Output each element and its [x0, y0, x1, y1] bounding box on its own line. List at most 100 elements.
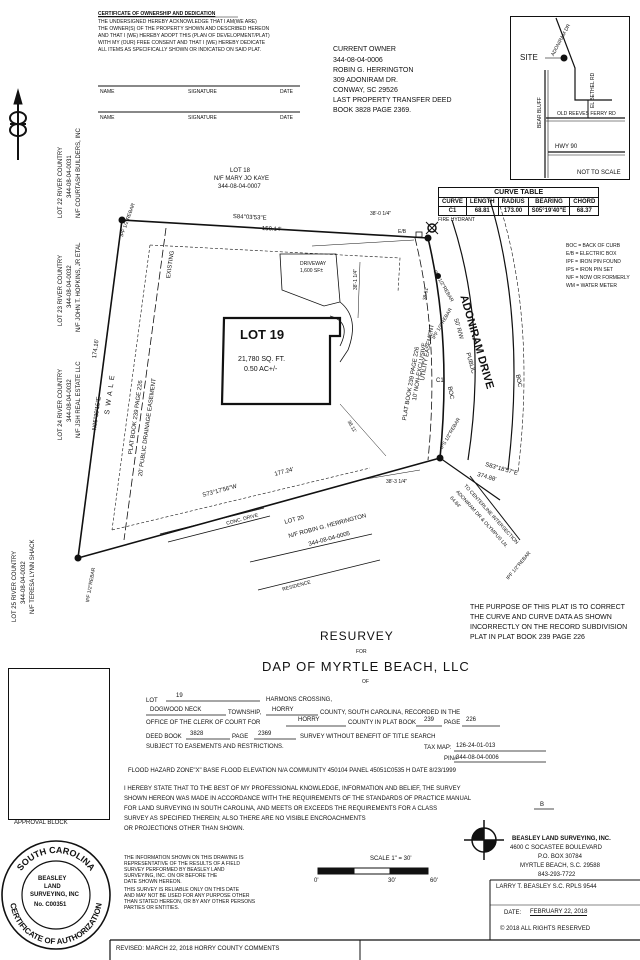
scale-tick: 60'	[430, 878, 438, 884]
desc-survey-text: SURVEY WITHOUT BENEFIT OF TITLE SEARCH	[300, 734, 436, 740]
scale-bar	[317, 867, 429, 875]
vicinity-road-label: HWY 90	[555, 144, 578, 150]
title-for: FOR	[356, 649, 367, 655]
sig-header-name: NAME	[100, 115, 115, 121]
desc-lot-label: LOT	[146, 698, 158, 704]
disclaimer-line: DATE SHOWN HEREON.	[124, 879, 182, 885]
certificate-line: ALL ITEMS AS SPECIFICALLY SHOWN OR INDIC…	[98, 47, 262, 53]
scale-label: SCALE 1" = 30'	[370, 856, 412, 862]
desc-deed-page: 2369	[258, 731, 272, 737]
owner-line: CURRENT OWNER	[333, 46, 396, 53]
legend-item: WM = WATER METER	[566, 283, 617, 289]
surveyor-name: LARRY T. BEASLEY S.C. RPLS 9544	[496, 884, 597, 890]
legend-item: BOC = BACK OF CURB	[566, 243, 621, 249]
electric-box-label: E/B	[398, 229, 407, 235]
adjoining-lot-pin: 344-08-04-0032	[67, 265, 73, 308]
disclaimer-line: SURVEYING, INC. ON OR BEFORE THE	[124, 873, 218, 879]
certificate-line: THE UNDERSIGNED HEREBY ACKNOWLEDGE THAT …	[98, 19, 257, 25]
firm-address: P.O. BOX 30784	[538, 854, 582, 860]
desc-deed-page-label: PAGE	[232, 734, 249, 740]
statement-line: I HEREBY STATE THAT TO THE BEST OF MY PR…	[124, 786, 461, 792]
seal-center: No. C00351	[34, 902, 67, 908]
desc-county2: HORRY	[298, 717, 320, 723]
title-of: OF	[362, 679, 369, 685]
vicinity-site-label: SITE	[520, 53, 538, 62]
desc-lot: 19	[176, 693, 183, 699]
certificate-line: THE OWNER(S) OF THE PROPERTY SHOWN AND D…	[98, 26, 270, 32]
adjoining-lot-owner: N/F COURTASH BUILDERS, INC	[76, 128, 82, 218]
statement-line: SURVEY AS SPECIFIED THEREIN; ALSO THERE …	[124, 816, 366, 822]
sig-header-signature: SIGNATURE	[188, 115, 217, 121]
adjoining-lot-label: LOT 25 RIVER COUNTRY	[12, 550, 18, 622]
adjoining-lot-label: LOT 24 RIVER COUNTRY	[58, 368, 64, 440]
north-arrow-icon	[9, 88, 27, 160]
survey-class: B	[540, 802, 545, 808]
sig-header-signature: SIGNATURE	[188, 89, 217, 95]
desc-deed-label: DEED BOOK	[146, 734, 182, 740]
adjoining-lot-owner: N/F JOHN T. HOPKINS, JR ETAL	[76, 242, 82, 332]
disclaimer-line: THAN STATED HEREON, OR BY ANY OTHER PERS…	[124, 899, 256, 905]
curve-table: CURVE TABLE CURVE LENGTH RADIUS BEARING …	[437, 187, 600, 216]
legend-item: N/F = NOW OR FORMERLY	[566, 275, 630, 281]
adjoining-lot-owner: N/F JSH REAL ESTATE LLC	[76, 361, 82, 438]
lot18-pin: 344-08-04-0007	[218, 184, 261, 190]
distance-top: 150.14'	[261, 226, 282, 234]
statement-line: FOR LAND SURVEYING IN SOUTH CAROLINA, AN…	[124, 806, 438, 812]
purpose-line: INCORRECTLY ON THE RECORD SUBDIVISION	[470, 624, 628, 631]
dimension-label: 38'-3 1/4"	[386, 479, 408, 485]
desc-subdivision: HARMONS CROSSING,	[266, 697, 333, 703]
seal-icon	[1, 840, 111, 950]
seal-center: SURVEYING, INC	[30, 892, 79, 898]
desc-office-text: OFFICE OF THE CLERK OF COURT FOR	[146, 720, 261, 726]
sig-header-name: NAME	[100, 89, 115, 95]
curve-c1-label: C1	[436, 378, 444, 384]
owner-line: 344-08-04-0006	[333, 57, 383, 64]
purpose-line: THE CURVE AND CURVE DATA AS SHOWN	[470, 614, 612, 621]
sig-header-date: DATE	[280, 89, 293, 95]
firm-phone: 843-293-7722	[538, 872, 576, 878]
adjoining-lot-pin: 344-08-04-0031	[67, 155, 73, 198]
seal-ring-bottom: CERTIFICATE OF AUTHORIZATION	[8, 902, 104, 946]
driveway-label: DRIVEWAY	[300, 261, 327, 267]
purpose-line: PLAT IN PLAT BOOK 239 PAGE 226	[470, 634, 585, 641]
curve-table-cell: C1	[438, 206, 467, 216]
adjoining-lot-owner: N/F TERESA LYNN SHACK	[30, 539, 36, 614]
dimension-label: 38'-0 1/4"	[370, 211, 392, 217]
statement-line: SHOWN HEREON WAS MADE IN ACCORDANCE WITH…	[124, 796, 472, 802]
disclaimer-line: AND MAY NOT BE USED FOR ANY PURPOSE OTHE…	[124, 893, 250, 899]
flood-zone: FLOOD HAZARD ZONE"X" BASE FLOOD ELEVATIO…	[128, 768, 456, 774]
lot19-acres: 0.50 AC+/-	[244, 366, 278, 373]
certificate-line: WITH MY (OUR) FREE CONSENT AND THAT I (W…	[98, 40, 266, 46]
adjoining-lot-pin: 344-08-04-0032	[21, 561, 27, 604]
owner-line: BOOK 3828 PAGE 2369.	[333, 107, 412, 114]
desc-pin: 344-08-04-0006	[456, 755, 499, 761]
adjoining-lot-pin: 344-08-04-0032	[67, 379, 73, 422]
adjoining-lot-label: LOT 23 RIVER COUNTRY	[58, 254, 64, 326]
lot18-label: LOT 18	[230, 168, 250, 174]
purpose-line: THE PURPOSE OF THIS PLAT IS TO CORRECT	[470, 604, 625, 611]
desc-plat-text: COUNTY IN PLAT BOOK	[348, 720, 417, 726]
legend-item: E/B = ELECTRIC BOX	[566, 251, 617, 257]
seal-center: LAND	[44, 884, 61, 890]
legend-item: IPS = IRON PIN SET	[566, 267, 614, 273]
disclaimer-line: SURVEY PERFORMED BY BEASLEY LAND	[124, 867, 225, 873]
disclaimer-line: THE INFORMATION SHOWN ON THIS DRAWING IS	[124, 855, 244, 861]
vicinity-map	[510, 16, 630, 180]
desc-plat-book: 239	[424, 717, 435, 723]
curve-table-cell: 173.00	[497, 206, 529, 216]
owner-line: ROBIN G. HERRINGTON	[333, 67, 414, 74]
disclaimer-line: THIS SURVEY IS RELIABLE ONLY ON THIS DAT…	[124, 887, 240, 893]
desc-page-label: PAGE	[444, 720, 461, 726]
fire-hydrant-label: FIRE HYDRANT	[438, 217, 475, 223]
desc-tax-map: 126-24-01-013	[456, 743, 496, 749]
scale-tick: 0'	[314, 878, 319, 884]
revision-note: REVISED: MARCH 22, 2018 HORRY COUNTY COM…	[116, 946, 280, 952]
copyright: © 2018 ALL RIGHTS RESERVED	[500, 926, 591, 932]
vicinity-road-label: OLD REEVES FERRY RD	[557, 111, 616, 117]
scale-tick: 30'	[388, 878, 396, 884]
desc-subject: SUBJECT TO EASEMENTS AND RESTRICTIONS.	[146, 744, 284, 750]
desc-county: HORRY	[272, 707, 294, 713]
statement-line: OR PROJECTIONS OTHER THAN SHOWN.	[124, 826, 245, 832]
legend-item: IPF = IRON PIN FOUND	[566, 259, 621, 265]
